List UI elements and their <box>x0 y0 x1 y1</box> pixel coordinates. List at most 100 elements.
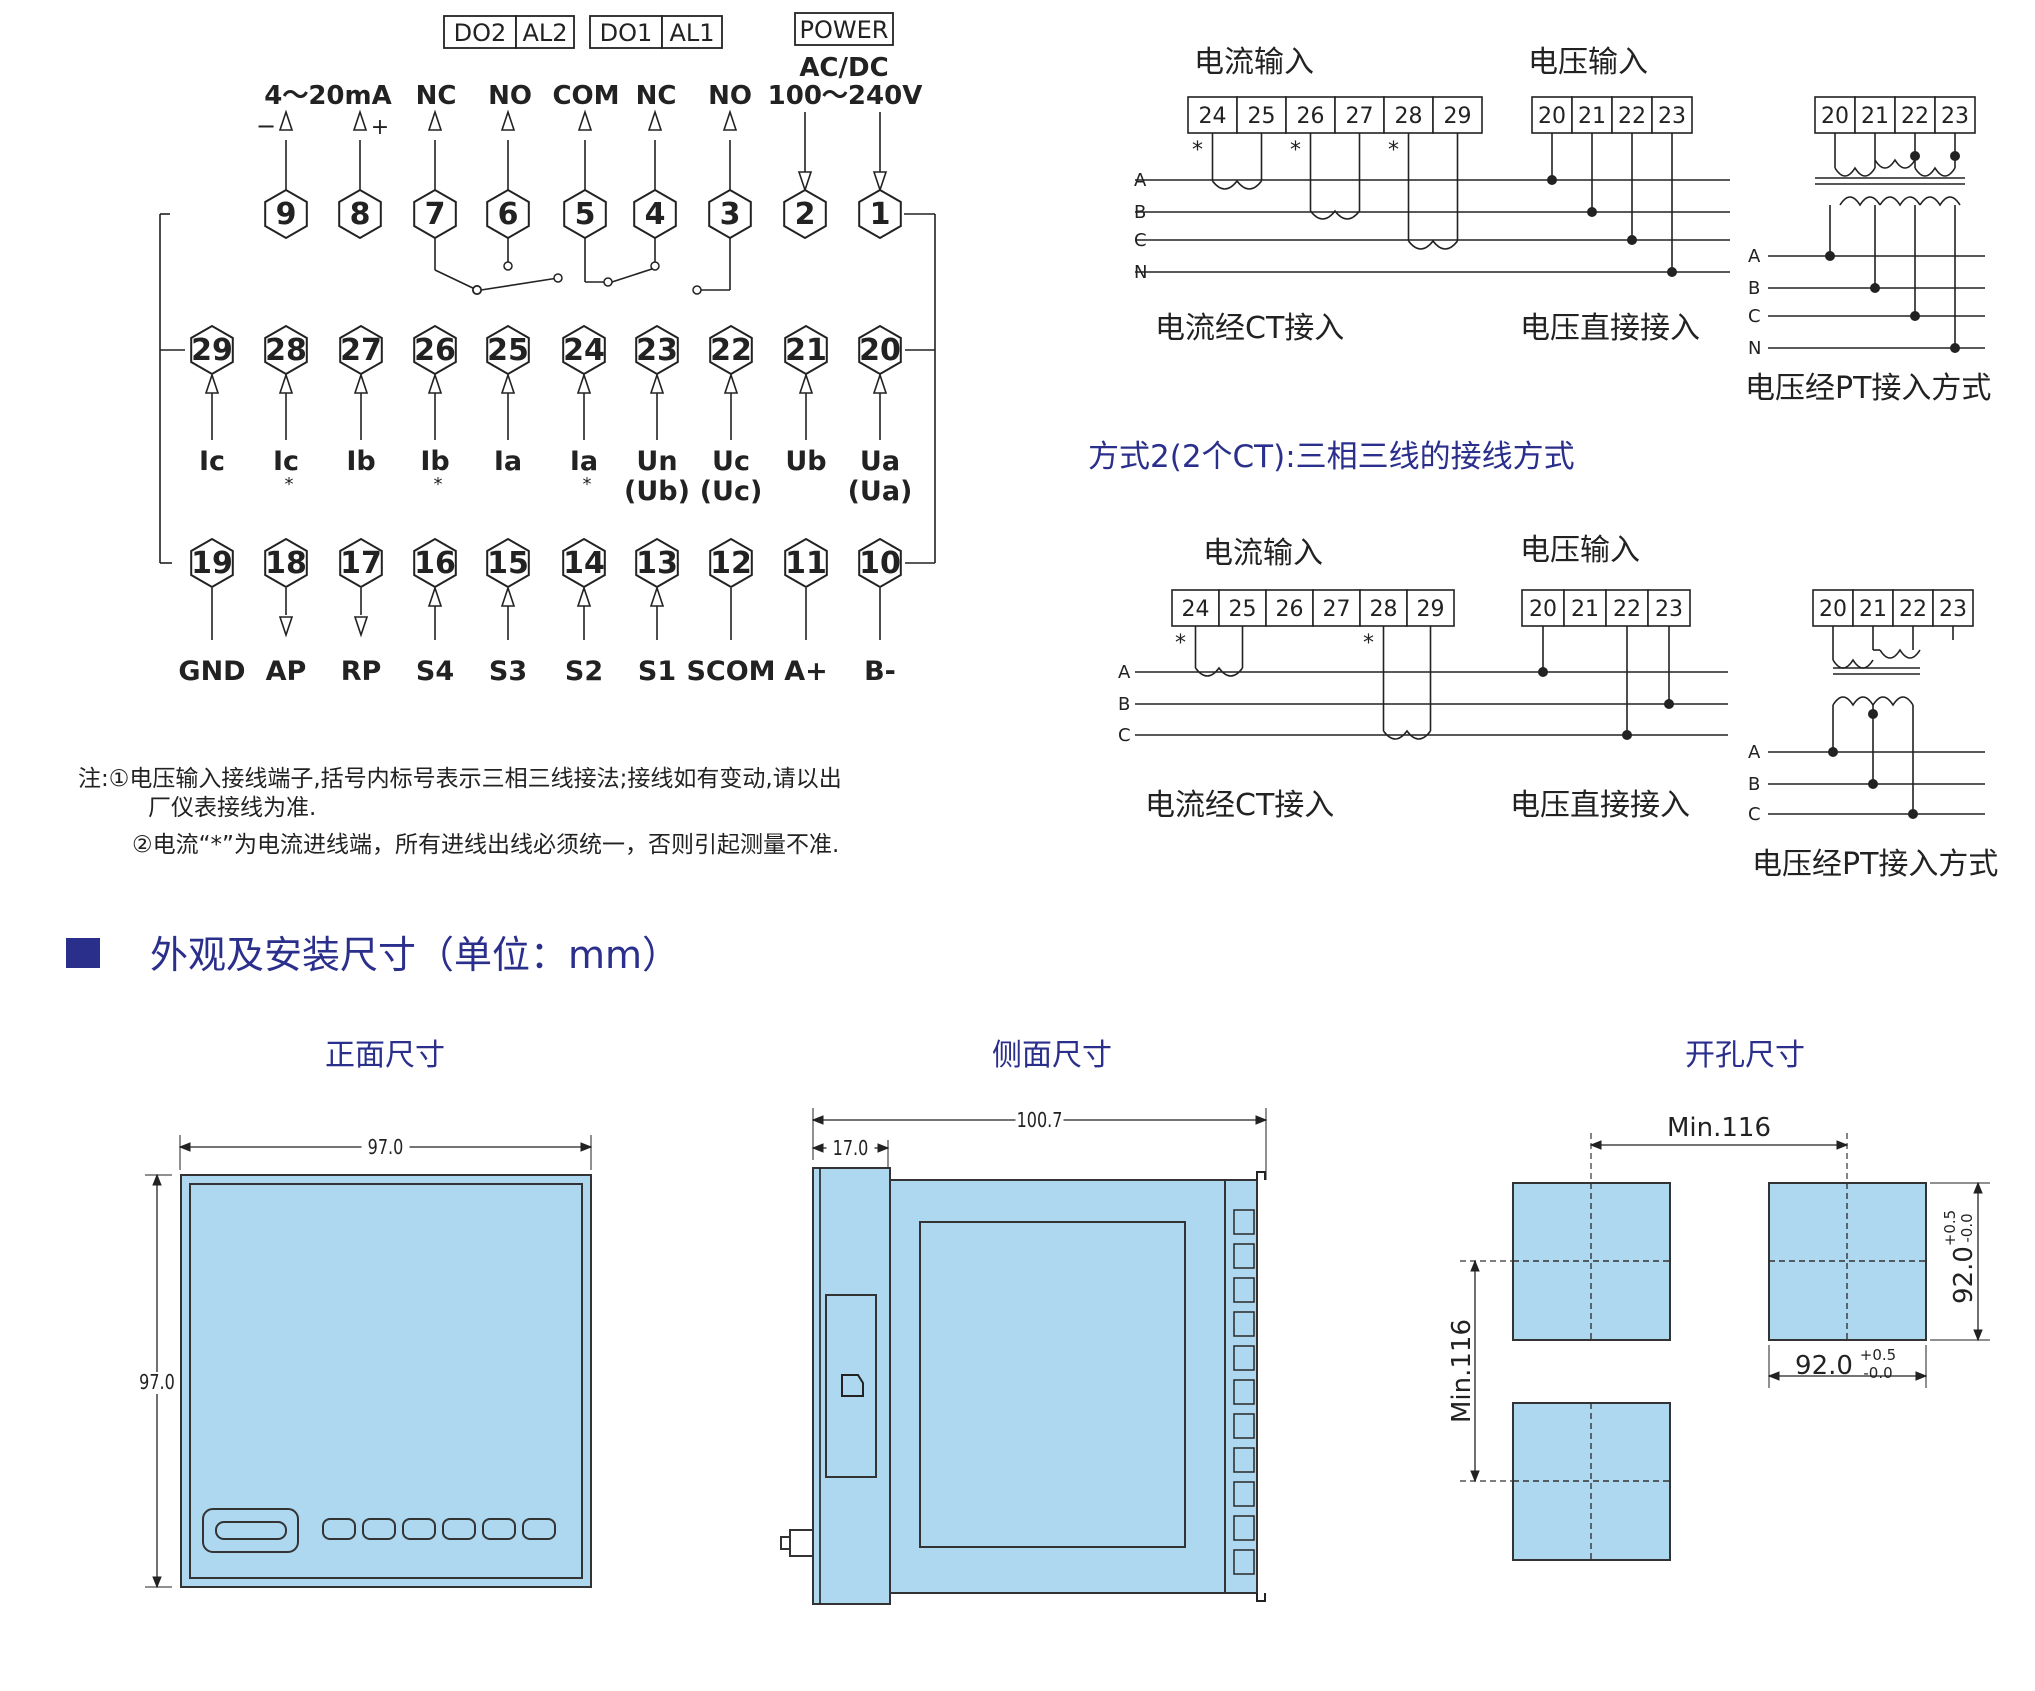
terminal-1-label: 1 <box>870 197 891 232</box>
pt-label: 电压经PT接入方式 <box>1752 847 1998 882</box>
front-key-button-4 <box>442 1518 476 1540</box>
direct-label: 电压直接接入 <box>1510 788 1690 823</box>
pt-terminal-num: 22 <box>1901 104 1929 129</box>
mid-label-0: Ic <box>199 446 225 477</box>
arrow-up-icon <box>204 372 220 394</box>
ct-terminal-num: 26 <box>1276 597 1304 622</box>
voltage-input-title: 电压输入 <box>1528 45 1648 80</box>
label-no-2: NO <box>708 81 752 111</box>
junction-dot <box>1870 283 1880 293</box>
bot-label-5: S2 <box>565 656 603 687</box>
dim-side-front-bg <box>826 1136 875 1156</box>
pt-coil-icon <box>1874 158 1916 169</box>
box-al1-text: AL1 <box>669 19 714 47</box>
bot-label-8: A+ <box>784 656 828 687</box>
terminal-17-label: 17 <box>340 546 382 581</box>
section-bullet-icon <box>66 938 100 968</box>
relay-wire <box>611 267 656 283</box>
terminal-2 <box>783 188 827 240</box>
terminal-21-label: 21 <box>785 333 827 368</box>
arrow-down-icon <box>278 616 294 638</box>
bot-label-6: S1 <box>638 656 676 687</box>
star-mark: * <box>583 474 592 495</box>
side-label-area <box>919 1221 1186 1548</box>
note-line-3: ②电流“*”为电流进线端，所有进线出线必须统一，否则引起测量不准. <box>132 832 839 858</box>
dim-cut-w-arrow <box>1767 1371 1780 1381</box>
terminal-24-label: 24 <box>563 333 605 368</box>
mid-label-1: Ic <box>273 446 299 477</box>
bot-label-4: S3 <box>489 656 527 687</box>
terminal-7-label: 7 <box>425 197 446 232</box>
arrow-up-icon <box>577 109 593 131</box>
label-no-1: NO <box>488 81 532 111</box>
mid-sub-ua: (Ua) <box>848 476 913 507</box>
terminal-15-label: 15 <box>487 546 529 581</box>
relay-wire <box>480 277 559 291</box>
pt-terminal-cell <box>1932 589 1974 627</box>
dim-cut-min-v-arrow <box>1470 1259 1480 1272</box>
star-mark: * <box>1192 138 1203 163</box>
pt-coil-icon <box>1839 196 1881 207</box>
bot-label-0: GND <box>178 656 245 687</box>
junction-dot <box>1538 667 1548 677</box>
terminal-25-label: 25 <box>487 333 529 368</box>
side-terminal-slot <box>1233 1549 1255 1575</box>
ct-terminal-cell <box>1334 96 1385 134</box>
dim-cut-min-h-arrow <box>1836 1140 1849 1150</box>
arrow-down-icon <box>872 171 888 193</box>
ct-terminal-num: 27 <box>1346 104 1374 129</box>
note-line-2: 厂仪表接线为准. <box>148 795 316 821</box>
front-display-slot <box>215 1521 287 1540</box>
acdc-label: AC/DC <box>799 53 888 83</box>
arrow-up-icon <box>278 109 294 131</box>
ct-terminal-num: 28 <box>1370 597 1398 622</box>
pt-coil-icon <box>1919 196 1961 207</box>
dim-side-total-label: 100.7 <box>1017 1109 1063 1132</box>
ct-coil-icon <box>1382 729 1432 740</box>
ct-coil-icon <box>1309 209 1361 220</box>
side-body <box>889 1179 1226 1594</box>
pt-wire <box>1834 133 1956 168</box>
side-terminal-slot <box>1233 1447 1255 1473</box>
bot-label-1: AP <box>266 656 307 687</box>
dim-front-width-arrow <box>178 1142 191 1152</box>
mid-label-8: Ub <box>785 446 826 477</box>
junction-dot <box>1828 747 1838 757</box>
box-al2 <box>515 15 575 49</box>
terminal-5-label: 5 <box>575 197 596 232</box>
mid-label-5: Ia <box>570 446 598 477</box>
box-al1 <box>661 15 723 49</box>
junction-dot <box>1950 343 1960 353</box>
terminal-2-label: 2 <box>795 197 816 232</box>
terminal-20-label: 20 <box>859 333 901 368</box>
dim-side-total-arrow <box>811 1115 824 1125</box>
phase-label-B: B <box>1748 774 1760 795</box>
arrow-up-icon <box>649 585 665 607</box>
pt-coil-icon <box>1832 658 1874 669</box>
ct-terminal-cell <box>1265 589 1314 627</box>
side-terminal-slot <box>1233 1515 1255 1541</box>
terminal-26-label: 26 <box>414 333 456 368</box>
star-mark: * <box>1363 631 1374 656</box>
arrow-up-icon <box>723 372 739 394</box>
phase-label-C: C <box>1118 725 1131 746</box>
phase-label-C: C <box>1748 804 1761 825</box>
front-title: 正面尺寸 <box>325 1038 445 1073</box>
dim-front-height-label: 97.0 <box>139 1371 175 1394</box>
junction-dot <box>1547 175 1557 185</box>
pt-terminal-num: 22 <box>1899 597 1927 622</box>
arrow-up-icon <box>872 372 888 394</box>
phase-label-A: A <box>1748 246 1761 267</box>
terminal-23-label: 23 <box>636 333 678 368</box>
terminal-12 <box>709 537 753 589</box>
phase-label-A: A <box>1748 742 1761 763</box>
box-do2 <box>443 15 517 49</box>
ct-terminal-cell <box>1218 589 1267 627</box>
section-title: 外观及安装尺寸（单位：mm） <box>150 933 680 977</box>
terminal-17 <box>339 537 383 589</box>
terminal-18-label: 18 <box>265 546 307 581</box>
arrow-up-icon <box>427 372 443 394</box>
direct-label: 电压直接接入 <box>1520 311 1700 346</box>
arrow-up-icon <box>798 372 814 394</box>
minus-sign: − <box>256 112 276 140</box>
